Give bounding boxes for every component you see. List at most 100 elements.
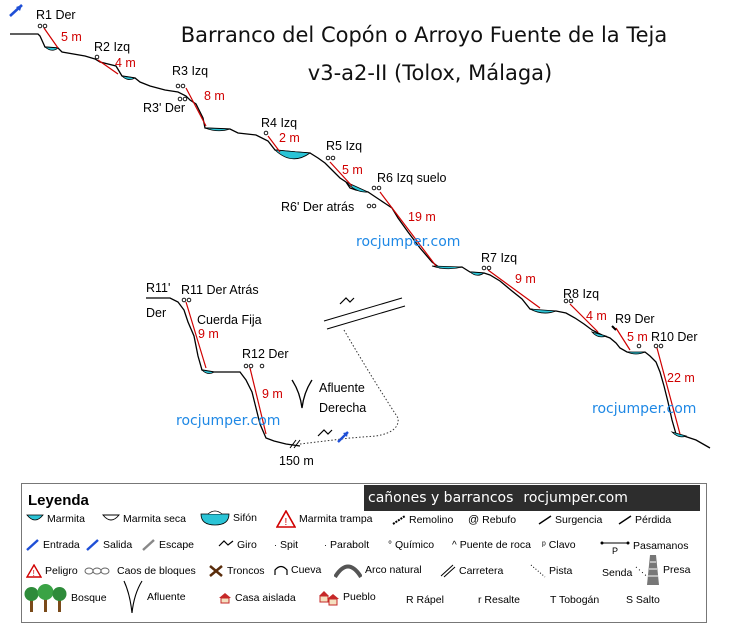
legend-item-quimico: ° Químico — [388, 539, 434, 551]
dam-icon — [647, 555, 659, 585]
anchor-label-r4: R4 Izq — [261, 116, 297, 130]
legend-item-rebufo: @ Rebufo — [468, 514, 516, 526]
legend-banner-text: cañones y barrancos — [368, 490, 514, 506]
legend-item-pista: Pista — [530, 564, 572, 578]
legend-label: Parabolt — [330, 539, 370, 551]
anchor-label-r8: R8 Izq — [563, 287, 599, 301]
rope-r2 — [97, 59, 119, 75]
legend-label: Surgencia — [555, 514, 603, 526]
canyon-profile-lower — [146, 297, 301, 447]
entry-icon — [26, 539, 39, 551]
sink-icon — [618, 515, 632, 525]
rope-r11 — [185, 301, 207, 369]
handline-icon: P — [600, 541, 630, 555]
legend-item-carretera: Carretera — [440, 564, 503, 578]
pool-10 — [626, 351, 646, 355]
legend-label: Arco natural — [365, 564, 422, 576]
legend-label: Senda — [602, 567, 633, 579]
legend-item-surgencia: Surgencia — [538, 514, 602, 526]
legend-label: Casa aislada — [235, 592, 296, 604]
distance-label: 150 m — [279, 454, 314, 468]
natural-arch-icon — [334, 564, 362, 578]
village-icon — [319, 591, 339, 606]
title-line-2: v3-a2-II (Tolox, Málaga) — [308, 61, 552, 85]
distance-break-icon — [289, 439, 301, 449]
legend-title: Leyenda — [28, 492, 89, 509]
legend-label: Rebufo — [482, 514, 517, 526]
legend-label: r Resalte — [478, 594, 521, 606]
length-label-r1: 5 m — [61, 30, 82, 44]
length-label-r5: 5 m — [342, 163, 363, 177]
danger-icon: ! — [26, 564, 42, 578]
legend-label: Marmita seca — [123, 513, 187, 525]
rope-r8 — [569, 303, 599, 333]
anchor-marks-lower — [181, 297, 265, 369]
length-label-r6: 19 m — [408, 210, 436, 224]
logs-icon — [209, 565, 223, 577]
watermark-3: rocjumper.com — [176, 413, 280, 429]
legend-item-arco: Arco natural — [334, 562, 422, 578]
parabolt-icon: · — [324, 540, 327, 550]
legend-label: Sifón — [233, 512, 257, 524]
rope-r6 — [379, 191, 437, 267]
legend-label: Marmita — [47, 513, 85, 525]
legend-label: Marmita trampa — [299, 513, 373, 525]
legend-item-rapel: R Rápel — [406, 594, 444, 606]
legend-label: R Rápel — [406, 594, 444, 606]
dry-pool-icon — [102, 514, 120, 521]
svg-text:!: ! — [285, 517, 288, 528]
handline-p-label: P — [612, 546, 618, 555]
turn-arrow-icon — [317, 297, 355, 437]
tributary-label-2: Derecha — [319, 401, 366, 415]
legend-item-casa: Casa aislada — [218, 592, 296, 604]
tributary-icon — [291, 379, 313, 409]
length-label-r11: 9 m — [198, 327, 219, 341]
legend-item-entrada: Entrada — [26, 539, 80, 551]
anchor-label-r2: R2 Izq — [94, 40, 130, 54]
rope-r10 — [656, 347, 681, 435]
escape-icon — [142, 539, 155, 551]
chemical-anchor-icon: ° — [388, 539, 392, 551]
legend-item-presa: Presa — [646, 554, 690, 586]
pool-8 — [529, 308, 557, 314]
watermark-2: rocjumper.com — [592, 401, 696, 417]
legend-label: Salida — [103, 539, 133, 551]
watermark-1: rocjumper.com — [356, 234, 460, 250]
entry-arrow-icon — [9, 4, 23, 17]
trap-pool-icon: ! — [276, 510, 296, 528]
title-line-1: Barranco del Copón o Arroyo Fuente de la… — [181, 23, 667, 47]
anchor-label-r1: R1 Der — [36, 8, 76, 22]
legend-item-marmita: Marmita — [26, 513, 85, 525]
legend-item-spit: · Spit — [274, 539, 298, 551]
cave-icon — [274, 565, 288, 575]
canyon-profile-main — [10, 33, 711, 449]
legend-item-parabolt: · Parabolt — [324, 539, 369, 551]
rope-r4 — [267, 135, 281, 153]
legend-label: S Salto — [626, 594, 660, 606]
pool-3 — [204, 127, 231, 132]
rock-bridge-icon: ^ — [452, 539, 457, 551]
legend-label: Químico — [395, 539, 435, 551]
legend-item-cueva: Cueva — [274, 564, 321, 576]
legend-label: Troncos — [227, 565, 265, 577]
length-label-r4: 2 m — [279, 131, 300, 145]
svg-text:!: ! — [33, 569, 35, 578]
anchor-label-r9: R9 Der — [615, 312, 655, 326]
anchor-label-r11: R11 Der Atrás — [181, 283, 259, 297]
house-icon — [219, 593, 231, 604]
legend-label: Entrada — [43, 539, 80, 551]
road-legend-icon — [440, 564, 456, 578]
anchor-label-r5: R5 Izq — [326, 139, 362, 153]
legend-item-bosque: Bosque — [24, 582, 107, 614]
tributary-legend-icon — [123, 580, 143, 614]
legend-item-perdida: Pérdida — [618, 514, 671, 526]
legend-item-tobogan: T Tobogán — [550, 594, 599, 606]
legend-item-salto: S Salto — [626, 594, 660, 606]
length-label-r8: 4 m — [586, 309, 607, 323]
pool-11 — [670, 431, 688, 438]
length-label-r3: 8 m — [204, 89, 225, 103]
pool-icon — [26, 514, 44, 521]
spit-icon: · — [274, 540, 277, 550]
legend-item-giro: Giro — [218, 539, 257, 551]
